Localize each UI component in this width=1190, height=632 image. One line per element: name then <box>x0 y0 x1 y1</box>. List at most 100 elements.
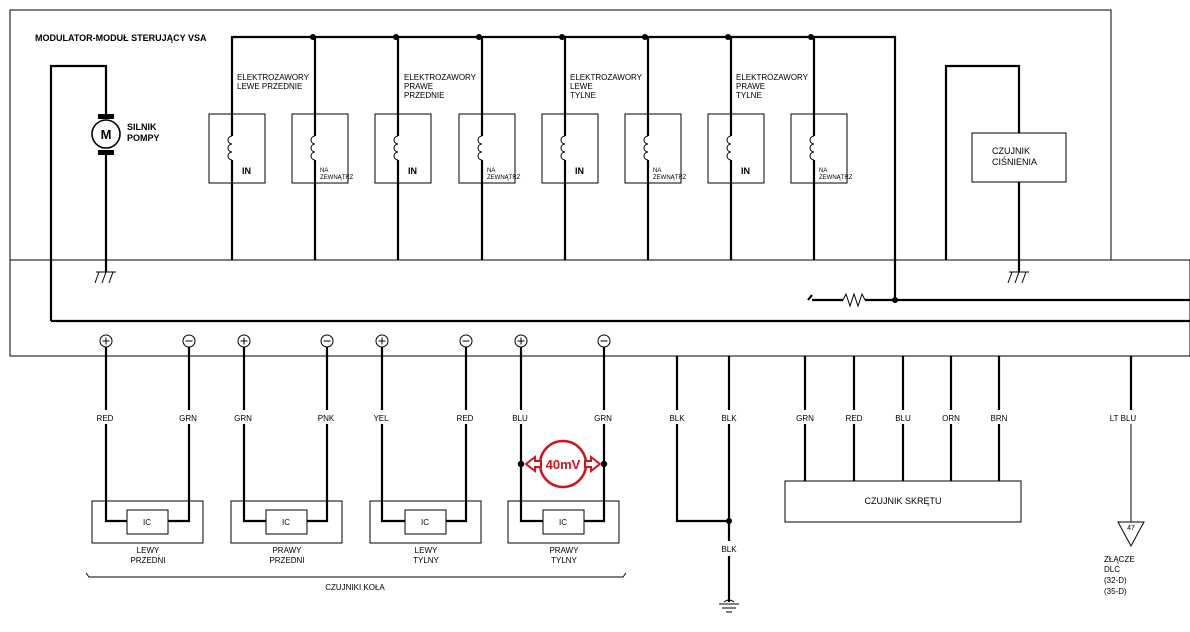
wheel-sensor-line1: LEWY <box>137 546 160 555</box>
valve-group-3-line3: TYLNE <box>570 91 596 100</box>
valve-group-1-line1: ELEKTROZAWORY <box>237 73 310 82</box>
valve-group-4-line1: ELEKTROZAWORY <box>736 73 809 82</box>
wheel-sensor-line2: PRZEDNI <box>130 556 165 565</box>
dlc-connector: LT BLU 47 ZŁĄCZE DLC (32-D) (35-D) <box>1104 356 1145 596</box>
wheel-terminal-1: RED <box>97 334 114 423</box>
wheel-sensor-ic-label: IC <box>421 518 429 527</box>
pressure-sensor-line2: CIŚNIENIA <box>992 156 1037 167</box>
coil-icon <box>477 135 483 161</box>
steering-wire-2: RED <box>846 356 863 481</box>
coil-icon <box>310 135 316 161</box>
steering-wire-color: BRN <box>991 414 1008 423</box>
steering-wire-3: BLU <box>895 356 911 481</box>
solenoid-valve-5: IN <box>541 37 599 260</box>
wheel-wire-color-4: PNK <box>318 414 335 423</box>
wheel-terminal-5: YEL <box>373 334 389 423</box>
wheel-wire-color-5: YEL <box>373 414 389 423</box>
dlc-line1: ZŁĄCZE <box>1104 555 1135 564</box>
wheel-sensor-line2: TYLNY <box>413 556 439 565</box>
wheel-wire-color-2: GRN <box>179 414 197 423</box>
ground-icon <box>719 599 739 613</box>
dlc-line3: (32-D) <box>1104 576 1127 585</box>
wheel-terminal-2: GRN <box>179 334 197 423</box>
ground-wires: BLK BLK BLK <box>669 356 739 613</box>
valve-group-4-line3: TYLNE <box>736 91 762 100</box>
wheel-terminal-3: GRN <box>234 334 252 423</box>
wheel-terminal-6: RED <box>457 334 474 423</box>
valve-in-label: IN <box>741 166 750 176</box>
steering-wire-color: BLU <box>895 414 911 423</box>
pump-motor: M SILNIK POMPY <box>49 64 160 321</box>
valve-out-label-line1: NA <box>320 168 328 174</box>
valve-out-label-line1: NA <box>487 168 495 174</box>
wheel-sensors-bracket <box>85 572 627 578</box>
pressure-sensor-line1: CZUJNIK <box>992 146 1030 156</box>
valve-group-labels: ELEKTROZAWORY LEWE PRZEDNIE ELEKTROZAWOR… <box>237 73 809 100</box>
valve-group-1-line2: LEWE PRZEDNIE <box>237 82 302 91</box>
measurement-indicator: 40mV <box>517 439 608 489</box>
valve-in-label: IN <box>408 166 417 176</box>
valve-group-3-line2: LEWE <box>570 82 593 91</box>
pressure-sensor: CZUJNIK CIŚNIENIA <box>944 64 1067 284</box>
solenoid-valve-1: IN <box>208 37 266 260</box>
dlc-line4: (35-D) <box>1104 587 1127 596</box>
valve-out-label-line1: NA <box>653 168 661 174</box>
wheel-sensor-ic-label: IC <box>143 518 151 527</box>
module-title: MODULATOR-MODUŁ STERUJĄCY VSA <box>35 33 207 43</box>
valve-group-2-line2: PRAWE <box>404 82 433 91</box>
wheel-sensor-ic-label: IC <box>282 518 290 527</box>
wheel-wire-color-3: GRN <box>234 414 252 423</box>
steering-wire-color: GRN <box>796 414 814 423</box>
valve-power-bus <box>231 35 897 300</box>
steering-wire-5: BRN <box>991 356 1008 481</box>
dlc-pin: 47 <box>1127 525 1135 532</box>
coil-icon <box>393 135 399 161</box>
valve-out-label-line2: ZEWNĄTRZ <box>487 175 521 181</box>
solenoid-valve-3: IN <box>374 37 432 260</box>
valve-group-2-line3: PRZEDNIE <box>404 91 444 100</box>
solenoid-valve-7: IN <box>707 37 765 260</box>
wheel-wire-color-6: RED <box>457 414 474 423</box>
wheel-wire-color-8: GRN <box>594 414 612 423</box>
ground-icon <box>94 271 116 284</box>
ground-wire-1-color: BLK <box>669 414 685 423</box>
coil-icon <box>227 135 233 161</box>
coil-icon <box>809 135 815 161</box>
motor-icon <box>91 119 121 149</box>
steering-wire-color: RED <box>846 414 863 423</box>
measurement-value: 40mV <box>546 457 581 472</box>
wheel-sensor-line2: PRZEDNI <box>269 556 304 565</box>
connector-icon <box>1117 521 1145 548</box>
coil-icon <box>726 135 732 161</box>
ground-wire-3-color: BLK <box>721 545 737 554</box>
steering-wire-color: ORN <box>942 414 960 423</box>
coil-icon <box>643 135 649 161</box>
wheel-sensor-line2: TYLNY <box>551 556 577 565</box>
wheel-terminal-4: PNK <box>318 334 335 423</box>
wheel-sensors-group-label: CZUJNIKI KOŁA <box>325 583 385 592</box>
valve-out-label-line2: ZEWNĄTRZ <box>653 175 687 181</box>
ground-icon <box>1007 271 1029 284</box>
valve-group-2-line1: ELEKTROZAWORY <box>404 73 477 82</box>
valve-group-4-line2: PRAWE <box>736 82 765 91</box>
valve-in-label: IN <box>242 166 251 176</box>
resistor-icon <box>807 292 1190 308</box>
valve-out-label-line1: NA <box>819 168 827 174</box>
valve-out-label-line2: ZEWNĄTRZ <box>320 175 354 181</box>
valve-out-label-line2: ZEWNĄTRZ <box>819 175 853 181</box>
wheel-sensor-line1: LEWY <box>415 546 438 555</box>
dlc-wire-color: LT BLU <box>1110 414 1137 423</box>
valve-in-label: IN <box>575 166 584 176</box>
wheel-wire-color-7: BLU <box>512 414 528 423</box>
pump-label-line2: POMPY <box>127 133 160 143</box>
steering-wire-1: GRN <box>796 356 814 481</box>
wheel-sensor-line1: PRAWY <box>272 546 302 555</box>
